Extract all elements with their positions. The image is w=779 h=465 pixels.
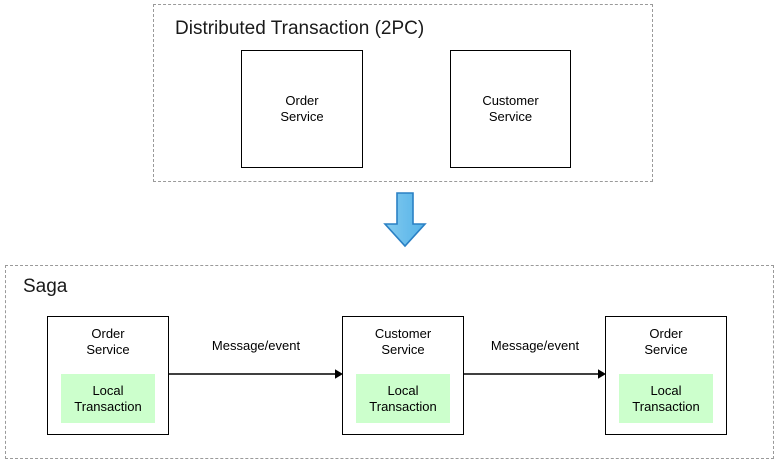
connector-arrow-1 [169,367,343,381]
local-transaction-badge-2: Local Transaction [356,374,450,423]
node-label-order-service-2pc: Order Service [280,93,324,124]
group-title-distributed-transaction: Distributed Transaction (2PC) [175,18,425,39]
node-customer-service-2pc: Customer Service [450,50,571,168]
group-distributed-transaction: Distributed Transaction (2PC) [153,4,653,182]
node-order-service-saga-3: Order Service Local Transaction [605,316,727,435]
local-transaction-label-3: Local Transaction [632,382,700,414]
local-transaction-badge-1: Local Transaction [61,374,155,423]
node-customer-service-saga-2: Customer Service Local Transaction [342,316,464,435]
node-label-customer-service-2pc: Customer Service [482,93,539,124]
connector-arrow-2 [464,367,606,381]
node-order-service-2pc: Order Service [241,50,363,168]
local-transaction-label-1: Local Transaction [74,382,142,414]
connector-label-message-event-2: Message/event [490,338,580,353]
node-label-customer-service-saga-2: Customer Service [374,326,432,357]
local-transaction-badge-3: Local Transaction [619,374,713,423]
local-transaction-label-2: Local Transaction [369,382,437,414]
down-arrow-icon [383,192,427,248]
group-title-saga: Saga [23,276,68,297]
connector-label-message-event-1: Message/event [211,338,301,353]
node-label-order-service-saga-3: Order Service [644,326,688,357]
node-order-service-saga-1: Order Service Local Transaction [47,316,169,435]
node-label-order-service-saga-1: Order Service [86,326,130,357]
